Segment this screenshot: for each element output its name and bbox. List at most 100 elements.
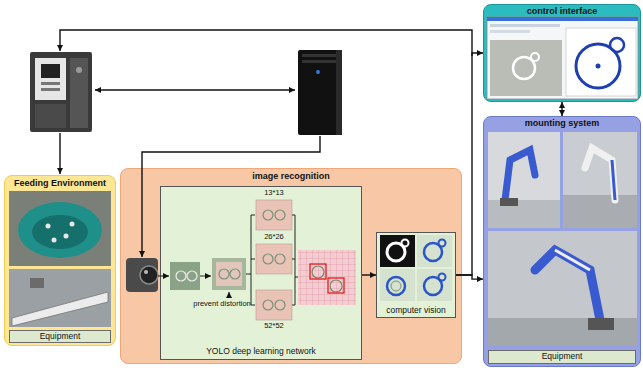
signal-wire [60, 30, 472, 56]
network-thumbnail [176, 271, 186, 281]
controller-device [41, 82, 60, 85]
vision-thumbnail [417, 235, 452, 267]
annotation-label: 26*26 [264, 233, 284, 242]
controller-device [35, 58, 66, 100]
network-thumbnail [256, 200, 292, 230]
network-thumbnail [263, 210, 273, 220]
panel-heading: control interface [527, 6, 598, 16]
robot-photo [563, 132, 637, 228]
robot-photo [488, 318, 637, 346]
feeder-photo [64, 234, 69, 239]
interface-screenshot [490, 24, 560, 27]
equipment-tag: Equipment [9, 330, 111, 343]
box-label: computer vision [386, 306, 446, 316]
computer-tower [298, 50, 342, 135]
controller-device [30, 52, 92, 132]
network-thumbnail [310, 264, 326, 279]
robot-photo [588, 318, 614, 330]
network-thumbnail [275, 300, 285, 310]
robot-photo [535, 250, 600, 320]
interface-screenshot [487, 17, 638, 99]
interface-screenshot [566, 28, 636, 96]
annotation-label: prevent distortion [193, 300, 251, 309]
network-wire [200, 276, 211, 277]
signal-wire [95, 89, 295, 90]
feeder-photo [9, 269, 111, 327]
vision-thumbnail [439, 240, 446, 247]
interface-screenshot [610, 38, 624, 52]
interface-screenshot [490, 30, 530, 33]
robot-photo [563, 195, 637, 228]
camera-icon [126, 258, 158, 292]
network-thumbnail [263, 254, 273, 264]
computer-tower [298, 50, 342, 135]
box-label: YOLO deep learning network [206, 347, 316, 357]
camera-icon [144, 270, 148, 274]
camera-icon [126, 258, 158, 292]
annotation-label: 13*13 [264, 189, 284, 198]
interface-screenshot [490, 40, 562, 96]
interface-screenshot [531, 53, 539, 61]
vision-thumbnail [391, 281, 401, 291]
box-label: Equipment [40, 332, 81, 342]
controller-device [30, 52, 92, 132]
signal-wire [59, 133, 60, 174]
network-thumbnail [216, 262, 242, 286]
network-thumbnail [230, 269, 240, 279]
flow-arrow [561, 102, 562, 116]
network-thumbnail [187, 271, 197, 281]
computer-tower [302, 60, 338, 63]
interface-screenshot [487, 17, 638, 99]
network-thumbnail [212, 258, 246, 290]
network-thumbnail [312, 266, 324, 278]
network-thumbnail [256, 244, 292, 274]
network-thumbnail [275, 210, 285, 220]
vision-thumbnail [380, 269, 415, 301]
annotation-label: 52*52 [264, 322, 284, 331]
robot-photo [488, 200, 560, 228]
vision-thumbnail [402, 240, 409, 247]
robot-photo [505, 150, 535, 200]
robot-photo [500, 198, 518, 206]
vision-thumbnail [387, 277, 405, 295]
network-thumbnail [219, 269, 229, 279]
network-thumbnail [330, 280, 342, 292]
network-thumbnail [298, 250, 356, 305]
robot-photo [585, 148, 615, 200]
feeder-photo [32, 215, 88, 249]
camera-icon [140, 266, 158, 284]
network-thumbnail [328, 278, 344, 293]
feeder-photo [52, 238, 57, 243]
controller-device [76, 67, 82, 73]
box-label: Equipment [542, 352, 583, 362]
panel-heading: mounting system [525, 118, 600, 128]
controller-device [41, 88, 60, 91]
network-thumbnail [263, 300, 273, 310]
network-wire [229, 292, 230, 298]
computer-tower [336, 50, 342, 135]
network-thumbnail [275, 254, 285, 264]
feeder-photo [12, 292, 108, 326]
robot-photo [488, 231, 637, 346]
signal-wire [158, 276, 169, 277]
vision-thumbnail [380, 235, 415, 267]
feeder-photo [70, 222, 75, 227]
computer-tower [302, 54, 338, 57]
computer-tower [316, 70, 320, 74]
robot-photo [488, 132, 560, 228]
controller-device [41, 64, 60, 78]
panel-heading: image recognition [252, 171, 330, 181]
feeder-photo [30, 278, 44, 288]
interface-screenshot [596, 64, 601, 69]
robot-photo [612, 160, 615, 200]
feeder-photo [9, 191, 111, 266]
feeder-photo [9, 191, 111, 327]
controller-device [35, 104, 66, 128]
feeder-photo [18, 202, 102, 258]
network-thumbnail [298, 250, 356, 305]
controller-device [70, 58, 88, 128]
network-thumbnail [170, 262, 200, 290]
feeder-photo [46, 224, 51, 229]
equipment-tag: Equipment [488, 350, 636, 364]
